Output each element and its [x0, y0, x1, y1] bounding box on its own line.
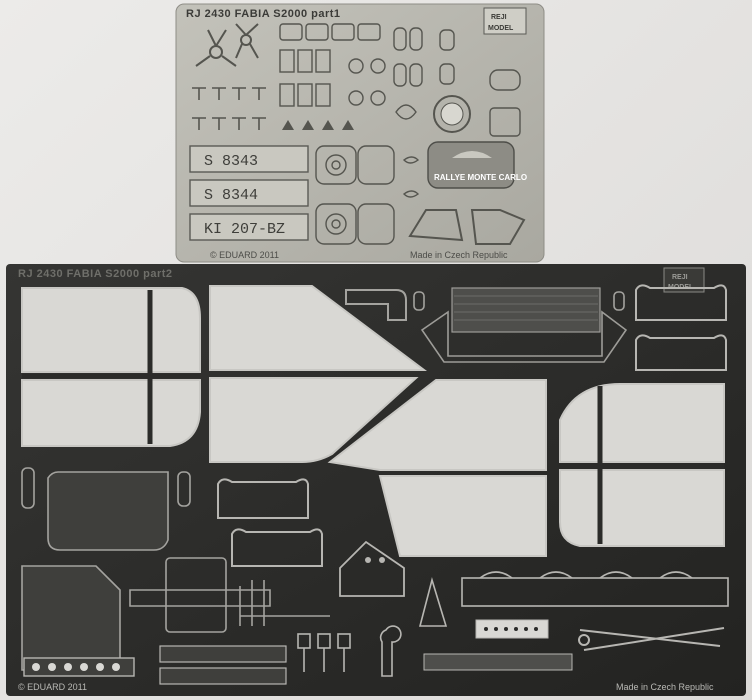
fret-part2-light-row: [23, 657, 135, 677]
fret-part2-wiper-arms: [578, 627, 725, 651]
window-rear-right-lower: [559, 469, 725, 547]
fret-part1-brand-line1: REJI: [491, 14, 507, 21]
fret-part1-ring-part: [433, 95, 471, 133]
window-windscreen-lower: [378, 475, 547, 557]
fret-part2-bracket: [345, 289, 407, 321]
fret-part1-brand-line2: MODEL: [488, 25, 514, 32]
fret-part1-brand-badge: REJI MODEL: [483, 7, 527, 35]
fret-part2-seat-backs: [217, 284, 727, 567]
license-plate-1: [189, 145, 309, 173]
fret-part2-title: RJ 2430 FABIA S2000 part2: [18, 268, 173, 280]
fret-part1-t-parts: [192, 87, 266, 130]
license-plate-3: [189, 213, 309, 241]
fret-part1-triangle-parts: [282, 120, 354, 130]
fret-part2-bumper-strip: [461, 571, 729, 607]
window-windscreen-left: [327, 379, 547, 471]
fret-part1-title: RJ 2430 FABIA S2000 part1: [186, 8, 341, 20]
fret-part1-vent-windows: [408, 209, 526, 245]
window-rear-left: [21, 287, 201, 373]
fret-part1: RJ 2430 FABIA S2000 part1 REJI MODEL: [175, 3, 545, 263]
fret-part2-console: [129, 557, 330, 633]
fret-part2-pedals: [297, 633, 351, 672]
fret-part2-made-in: Made in Czech Republic: [616, 682, 714, 692]
fret-part1-license-plates: S 8343 S 8344 KI 207-BZ: [189, 145, 309, 241]
fret-part1-rally-plate-text: RALLYE MONTE CARLO: [434, 173, 527, 182]
license-plate-2-text: S 8344: [204, 187, 258, 204]
fret-part2-small-tabs: [21, 291, 625, 509]
fret-part1-mirror-part: [395, 104, 417, 120]
window-rear-right-upper: [559, 383, 725, 463]
fret-part2-tow-hook: [379, 625, 402, 677]
fret-part2: RJ 2430 FABIA S2000 part2 REJI MODEL: [6, 264, 746, 696]
window-door-lower: [209, 377, 419, 463]
license-plate-1-text: S 8343: [204, 153, 258, 170]
fret-part2-window-frames: [22, 290, 724, 544]
window-door-upper: [209, 285, 427, 371]
fret-part1-rally-plate: RALLYE MONTE CARLO: [427, 141, 527, 189]
fret-part2-floor-panel: [21, 471, 169, 671]
fret-part2-mesh-strip: [159, 645, 287, 685]
fret-part2-lamp-piece: [418, 577, 448, 627]
fret-part2-brand-line1: REJI: [672, 274, 688, 281]
fret-part1-small-parts-grid: [279, 23, 386, 107]
fret-part1-clip-parts: [402, 156, 420, 198]
window-rear-left-lower: [21, 379, 201, 447]
fret-part2-vent-piece: [339, 540, 405, 597]
fret-part2-copyright: © EDUARD 2011: [18, 682, 87, 692]
license-plate-2: [189, 179, 309, 207]
fret-part2-grille: [420, 287, 628, 363]
license-plate-3-text: KI 207-BZ: [204, 221, 285, 238]
fret-part1-copyright: © EDUARD 2011: [210, 250, 279, 260]
fret-part1-rotor-parts: [195, 23, 259, 67]
fret-part2-vent-holes: [365, 557, 385, 563]
fret-part2-perforated-plate: [423, 619, 573, 671]
fret-part1-wheel-parts: [315, 145, 395, 245]
fret-part1-made-in: Made in Czech Republic: [410, 250, 508, 260]
fret-part1-seat-parts: [393, 27, 521, 137]
